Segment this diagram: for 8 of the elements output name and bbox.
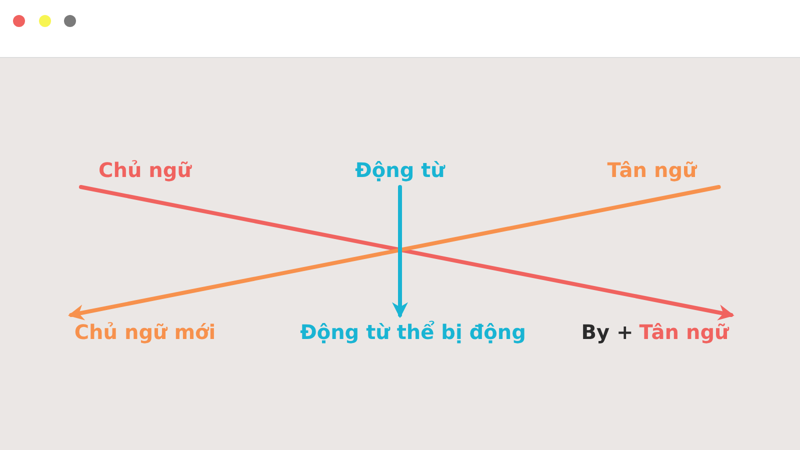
node-label: Chủ ngữ mới [74, 317, 216, 347]
arrow [392, 185, 408, 318]
node-label: Động từ thể bị động [300, 317, 526, 347]
node-label: Tân ngữ [607, 155, 697, 185]
node-label: Động từ [355, 155, 445, 185]
node-label: Tân ngữ [639, 320, 729, 344]
node-label: Chủ ngữ [98, 155, 192, 185]
node-label: By + [581, 320, 634, 344]
